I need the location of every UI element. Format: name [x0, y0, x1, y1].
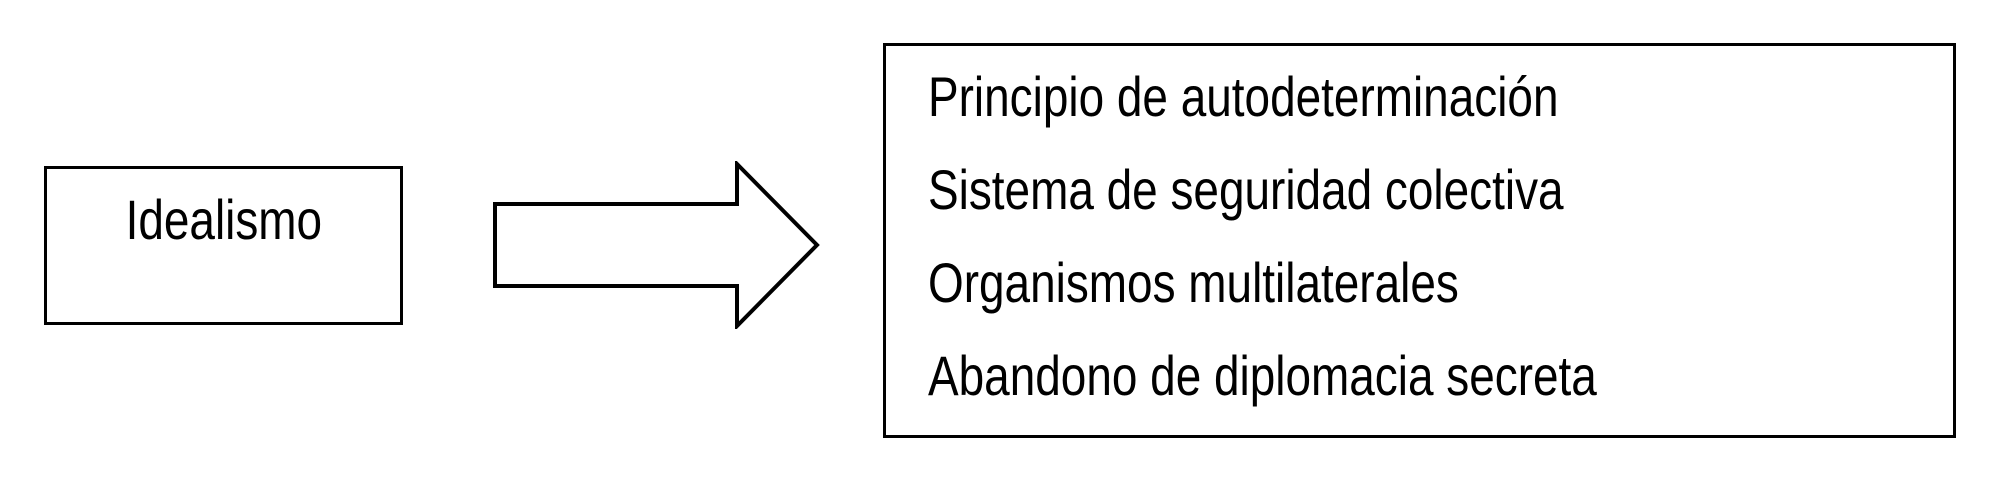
- list-item: Principio de autodeterminación: [928, 50, 1933, 143]
- list-item: Sistema de seguridad colectiva: [928, 143, 1933, 236]
- idealismo-label: Idealismo: [125, 188, 322, 251]
- list-item-text: Principio de autodeterminación: [928, 64, 1559, 128]
- list-item: Organismos multilaterales: [928, 236, 1933, 329]
- characteristics-box: Principio de autodeterminación Sistema d…: [883, 43, 1956, 438]
- right-block-arrow-icon: [493, 161, 820, 329]
- idealismo-concept-box: Idealismo: [44, 166, 403, 325]
- list-item: Abandono de diplomacia secreta: [928, 329, 1933, 422]
- list-item-text: Organismos multilaterales: [928, 250, 1459, 314]
- list-item-text: Abandono de diplomacia secreta: [928, 343, 1597, 407]
- list-item-text: Sistema de seguridad colectiva: [928, 157, 1564, 221]
